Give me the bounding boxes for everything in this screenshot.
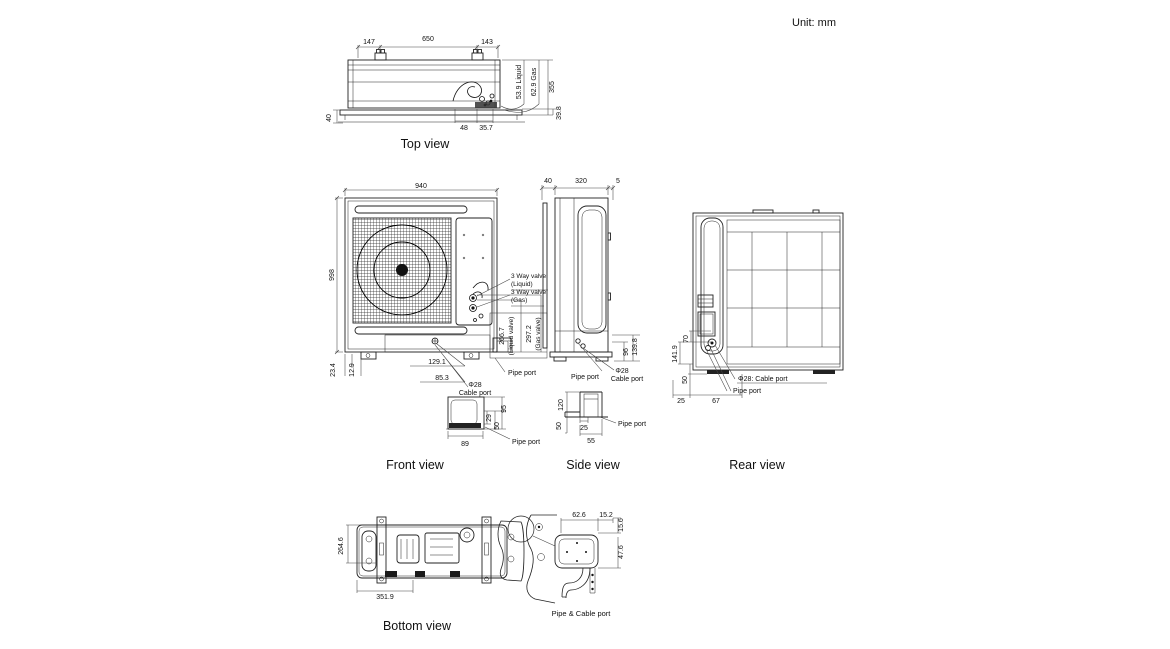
dim-top-35-7: 35.7	[479, 125, 493, 132]
side-view-dimension-lines	[539, 185, 640, 436]
rear-view-unit-body	[692, 209, 844, 374]
dim-top-40: 40	[326, 114, 333, 122]
front-valve1-label: 3 Way valve	[511, 273, 547, 280]
top-view-valve-assembly	[452, 81, 497, 108]
side-view-port-detail	[564, 391, 608, 418]
rear-view-dimension-lines	[672, 330, 827, 398]
dim-front-998: 998	[329, 269, 336, 281]
dim-side-detail-25: 25	[580, 425, 588, 432]
dim-front-85-3: 85.3	[435, 375, 449, 382]
front-cable-port-label: Cable port	[459, 390, 491, 397]
front-view-dimension-lines	[334, 187, 548, 440]
dim-bottom-351-9: 351.9	[376, 594, 394, 601]
rear-view-label: Rear view	[729, 458, 785, 472]
dim-front-129-1: 129.1	[428, 359, 446, 366]
dim-side-detail-50: 50	[556, 422, 563, 430]
dim-rear-67: 67	[712, 398, 720, 405]
dim-front-detail-89: 89	[461, 441, 469, 448]
dim-rear-50: 50	[682, 376, 689, 384]
dim-bottom-47-6: 47.6	[618, 545, 625, 559]
bottom-view-label: Bottom view	[382, 619, 452, 633]
dim-top-143: 143	[481, 39, 493, 46]
dim-front-940: 940	[415, 183, 427, 190]
side-pipe-port-label: Pipe port	[571, 374, 599, 381]
top-view-drawing: 147 650 143 53.9 Liquid 62.9 Gas 355 48 …	[326, 36, 563, 132]
dim-front-detail-29: 29	[486, 414, 493, 422]
dim-front-266-7: 266.7	[499, 327, 506, 345]
front-view-port-detail	[447, 396, 485, 430]
unit-label: Unit: mm	[792, 17, 836, 29]
dim-side-96: 96	[623, 348, 630, 356]
bottom-view-drawing: 264.6 351.9 62.6 15.2 15.6 47.6 Pipe & C…	[338, 512, 625, 618]
dim-front-12-9: 12.9	[349, 363, 356, 377]
top-view-label: Top view	[400, 137, 450, 151]
dim-bottom-15-2: 15.2	[599, 512, 613, 519]
side-detail-pipe-port-label: Pipe port	[618, 421, 646, 428]
rear-pipe-port-label: Pipe port	[733, 388, 761, 395]
dim-rear-70: 70	[683, 335, 690, 343]
bottom-view-unit-body	[356, 515, 535, 584]
dim-top-48: 48	[460, 125, 468, 132]
front-cable-dia: Φ28	[468, 382, 481, 389]
side-view-drawing: 40 320 5 96 139.8 Pipe port Φ28 Cable po…	[539, 178, 646, 445]
dim-top-355: 355	[549, 81, 556, 93]
front-liquid-valve-label: (Liquid valve)	[508, 317, 515, 356]
dim-rear-25: 25	[677, 398, 685, 405]
dim-top-gas: 62.9 Gas	[531, 67, 538, 96]
rear-view-drawing: 70 141.9 50 25 67 Φ28: Cable port Pipe p…	[672, 209, 844, 405]
top-view-dimension-lines	[333, 44, 556, 124]
dim-front-23-4: 23.4	[330, 363, 337, 377]
bottom-view-port-detail	[526, 514, 599, 604]
top-view-unit-body	[338, 49, 525, 123]
rear-cable-port-label: Φ28: Cable port	[738, 376, 788, 383]
side-cable-dia: Φ28	[615, 368, 628, 375]
front-view-drawing: 940 998 23.4 12.9 129.1 85.3 Φ28 Cable p…	[329, 183, 548, 448]
dim-side-139-8: 139.8	[632, 338, 639, 356]
bottom-view-dimension-lines	[346, 517, 621, 593]
dim-bottom-264-6: 264.6	[338, 537, 345, 555]
dim-top-liquid: 53.9 Liquid	[516, 65, 523, 99]
front-valve2-sub: (Gas)	[511, 297, 527, 304]
front-valve2-label: 3 Way valve	[511, 289, 547, 296]
dim-front-297-2: 297.2	[526, 325, 533, 343]
dim-top-39-8: 39.8	[556, 106, 563, 120]
front-pipe-port-label: Pipe port	[508, 370, 536, 377]
dim-bottom-15-6: 15.6	[618, 518, 625, 532]
side-view-label: Side view	[566, 458, 620, 472]
side-view-unit-body	[542, 197, 613, 362]
dim-front-detail-95: 95	[501, 405, 508, 413]
dim-side-detail-120: 120	[558, 399, 565, 411]
front-view-valve-assembly	[431, 281, 512, 353]
dim-top-650: 650	[422, 36, 434, 43]
dim-rear-141-9: 141.9	[672, 345, 679, 363]
dim-side-detail-55: 55	[587, 438, 595, 445]
dim-top-147: 147	[363, 39, 375, 46]
dim-side-40: 40	[544, 178, 552, 185]
dim-side-5: 5	[616, 178, 620, 185]
side-cable-port-label: Cable port	[611, 376, 643, 383]
dim-side-320: 320	[575, 178, 587, 185]
bottom-detail-port-label: Pipe & Cable port	[552, 609, 612, 618]
dim-front-detail-50: 50	[494, 422, 501, 430]
front-gas-valve-label: (Gas valve)	[535, 317, 542, 350]
dim-bottom-62-6: 62.6	[572, 512, 586, 519]
front-view-label: Front view	[386, 458, 444, 472]
front-view-unit-body	[344, 197, 498, 360]
front-valve1-sub: (Liquid)	[511, 281, 533, 288]
front-detail-pipe-port-label: Pipe port	[512, 439, 540, 446]
